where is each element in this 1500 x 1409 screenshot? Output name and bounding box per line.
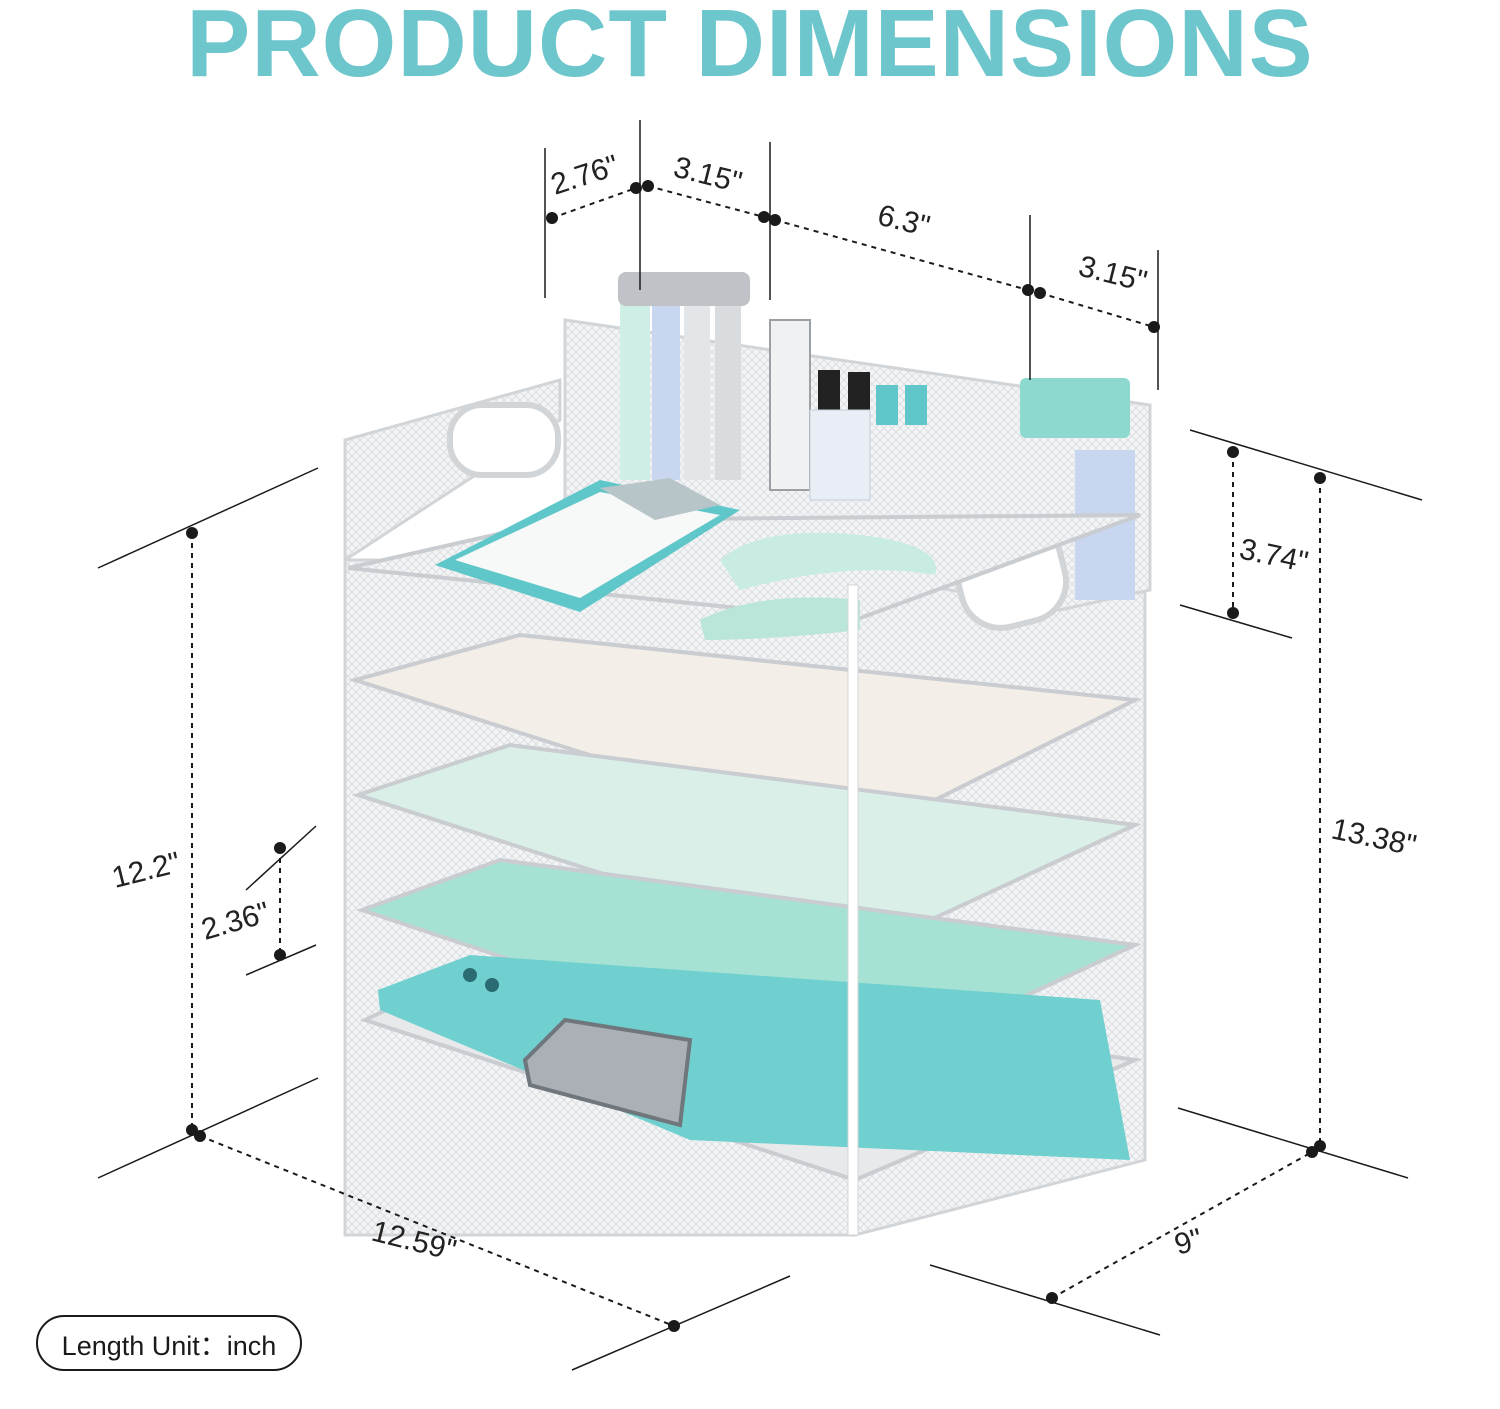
dimension-endpoints xyxy=(186,180,1326,1332)
binder-clips xyxy=(809,370,927,501)
dim-line-top-cup-depth xyxy=(551,187,637,219)
label-top-middle-width: 6.3" xyxy=(874,199,933,244)
label-tray-spacing: 2.36" xyxy=(198,896,273,947)
length-unit-badge: Length Unit：inch xyxy=(36,1315,302,1371)
label-total-height: 13.38" xyxy=(1329,813,1420,863)
pen-holder-items xyxy=(618,272,750,480)
stapler xyxy=(700,532,937,640)
label-top-cup-depth: 2.76" xyxy=(547,149,623,202)
label-depth: 9" xyxy=(1171,1222,1206,1261)
dimension-lines xyxy=(191,185,1321,1327)
left-handle xyxy=(447,402,561,478)
page-title: PRODUCT DIMENSIONS xyxy=(186,0,1314,97)
length-unit-label: Length Unit：inch xyxy=(61,1330,277,1361)
label-tray-stack-height: 12.2" xyxy=(109,846,184,895)
dim-line-top-right-width xyxy=(1039,292,1155,328)
label-top-right-width: 3.15" xyxy=(1075,250,1150,299)
notebook xyxy=(769,319,811,491)
label-organizer-height: 3.74" xyxy=(1237,533,1311,580)
label-top-cup-width: 3.15" xyxy=(670,151,745,200)
clipboard xyxy=(378,955,1130,1160)
desk-organizer xyxy=(343,272,1152,1237)
dim-line-top-cup-width xyxy=(647,185,765,218)
sticky-note-pad xyxy=(1020,378,1130,438)
dim-line-top-middle-width xyxy=(774,219,1029,291)
front-post xyxy=(847,584,859,1236)
calculator xyxy=(435,478,740,612)
